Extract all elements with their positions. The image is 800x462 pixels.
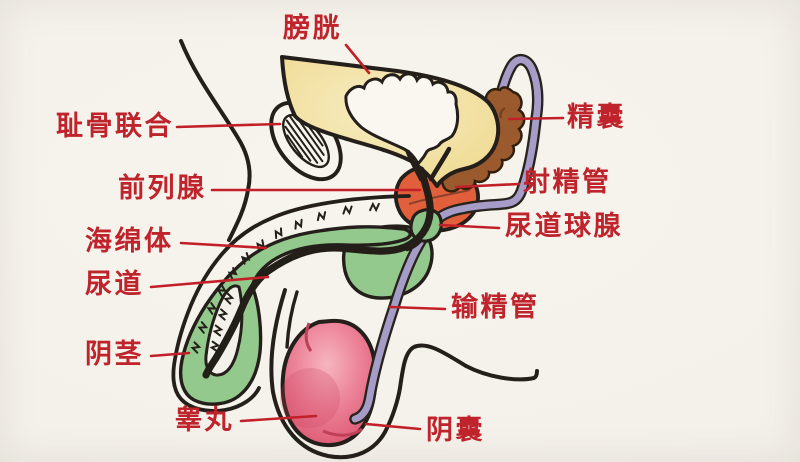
label-prostate: 前列腺 — [118, 173, 207, 203]
penis-skin-line — [171, 194, 411, 413]
leader-testis — [239, 414, 318, 423]
label-bulbourethral-gland: 尿道球腺 — [505, 211, 623, 241]
leader-scrotum — [364, 422, 422, 431]
leader-bulbourethral — [438, 223, 501, 230]
label-ejaculatory-duct: 射精管 — [523, 167, 612, 197]
label-testis: 睾丸 — [175, 405, 234, 435]
leader-ejaculatory — [454, 182, 521, 189]
urethra-line — [202, 166, 434, 379]
leader-bladder — [344, 43, 371, 75]
scrotum-outline — [269, 288, 539, 460]
testis-shape — [280, 318, 378, 447]
label-vas-deferens: 输精管 — [451, 292, 540, 322]
label-corpus-cavernosum: 海绵体 — [85, 226, 174, 256]
vas-deferens-tube — [349, 54, 544, 425]
label-urethra: 尿道 — [85, 269, 144, 299]
bladder-shape — [280, 55, 501, 188]
belly-contour-line — [179, 39, 252, 242]
label-scrotum: 阴囊 — [426, 415, 485, 445]
leader-urethra — [149, 275, 270, 289]
label-penis: 阴茎 — [85, 339, 144, 369]
leader-pubic — [175, 122, 282, 129]
label-bladder: 膀胱 — [283, 13, 342, 43]
label-pubic-symphysis: 耻骨联合 — [56, 111, 174, 141]
label-seminal-vesicle: 精囊 — [567, 102, 626, 132]
leader-lines — [149, 43, 565, 431]
leader-vas — [388, 305, 447, 311]
leader-seminal — [507, 116, 565, 121]
leader-penis — [149, 351, 191, 358]
leader-cavernosum — [179, 241, 268, 250]
